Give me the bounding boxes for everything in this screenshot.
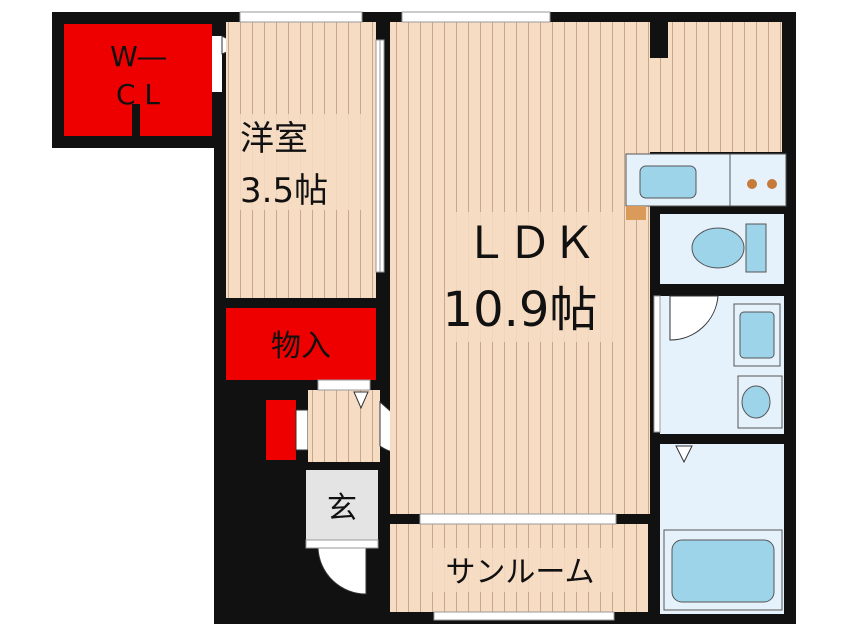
toilet-bowl [691, 227, 745, 269]
walk-in-closet: W― C L [64, 24, 244, 136]
stove-burner-left [747, 179, 757, 189]
storage-closet: 物入 [226, 308, 376, 380]
ldk-label-line1: ＬＤＫ [464, 218, 596, 269]
shoe-closet [266, 400, 309, 460]
kitchen-counter [625, 153, 787, 220]
kitchen-sink [639, 165, 697, 199]
storage-label: 物入 [271, 329, 331, 364]
ldk-label-line2: 10.9帖 [443, 282, 598, 338]
toilet-tank [745, 223, 767, 273]
western-room-label-line2: 3.5帖 [240, 171, 328, 211]
ldk-room: ＬＤＫ 10.9帖 [390, 11, 782, 514]
western-room: 洋室 3.5帖 [226, 11, 385, 298]
stove-burner-right [767, 179, 777, 189]
western-room-label-line1: 洋室 [240, 119, 308, 159]
washroom [653, 295, 784, 434]
sunroom: サンルーム [390, 513, 648, 621]
wcl-label-line2: C L [116, 78, 160, 111]
entrance: 玄 [305, 470, 379, 595]
wcl-label-line1: W― [110, 40, 166, 73]
entrance-label: 玄 [327, 491, 357, 526]
bathroom [660, 444, 784, 614]
toilet-room [660, 214, 784, 284]
sunroom-label: サンルーム [445, 555, 594, 590]
